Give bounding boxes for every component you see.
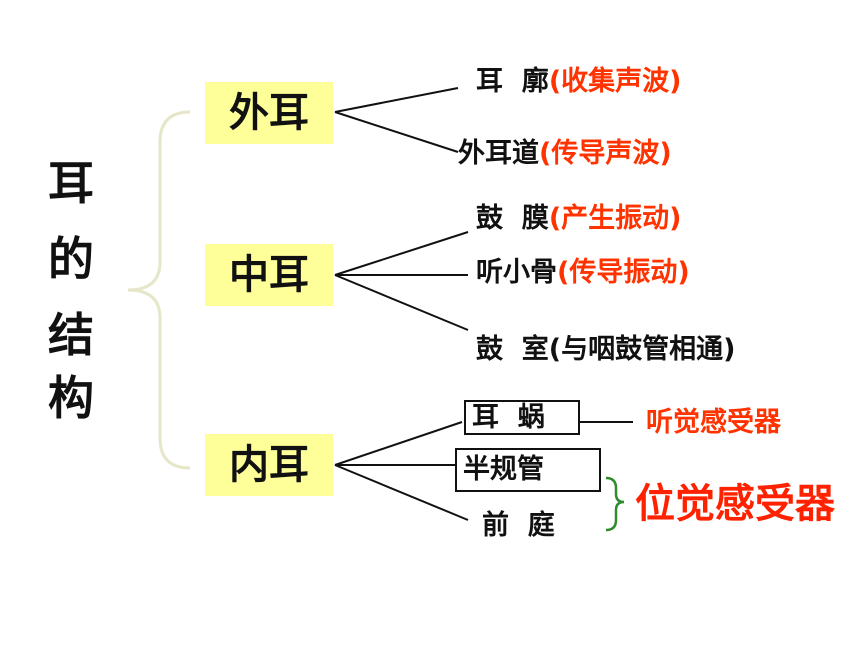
title-char-2: 的 (48, 232, 94, 286)
line-inner-cochlea (334, 421, 463, 466)
vestibular-receptor-label: 位觉感受器 (635, 481, 835, 527)
item-ossicles-function: (传导振动) (557, 257, 690, 288)
line-outer-canal (334, 111, 459, 153)
item-semicircular-canals-name: 半规管 (463, 454, 544, 485)
title-char-4: 构 (48, 371, 94, 425)
item-pinna-name: 耳 廓 (476, 66, 549, 97)
line-inner-vestibule (334, 464, 469, 521)
main-brace (127, 110, 191, 470)
line-middle-cavity (334, 274, 469, 331)
line-middle-eardrum (334, 231, 469, 276)
item-eardrum-name: 鼓 膜 (476, 203, 549, 234)
line-outer-pinna (334, 87, 459, 113)
item-ear-canal-function: (传导声波) (539, 138, 672, 169)
item-ear-canal: 外耳道(传导声波) (458, 140, 672, 167)
item-cochlea-name: 耳 蜗 (472, 402, 545, 433)
item-eardrum-function: (产生振动) (548, 203, 682, 234)
hearing-receptor-label: 听觉感受器 (646, 407, 781, 438)
item-vestibule-name: 前 庭 (482, 510, 555, 541)
vestibular-brace (605, 476, 625, 532)
middle-ear-box: 中耳 (205, 244, 333, 306)
item-pinna: 耳 廓(收集声波) (476, 68, 682, 95)
item-eardrum: 鼓 膜(产生振动) (476, 205, 682, 232)
item-ear-canal-name: 外耳道 (458, 138, 539, 169)
item-pinna-function: (收集声波) (548, 66, 682, 97)
item-semicircular-canals: 半规管 (455, 448, 601, 492)
item-vestibule: 前 庭 (482, 512, 555, 539)
title-char-1: 耳 (48, 156, 94, 210)
item-tympanic-cavity: 鼓 室(与咽鼓管相通) (476, 336, 735, 363)
title-char-3: 结 (48, 308, 94, 362)
item-ossicles-name: 听小骨 (476, 257, 557, 288)
inner-ear-box: 内耳 (205, 434, 333, 496)
item-ossicles: 听小骨(传导振动) (476, 259, 690, 286)
outer-ear-box: 外耳 (205, 82, 333, 144)
item-tympanic-cavity-name: 鼓 室(与咽鼓管相通) (476, 334, 736, 365)
item-cochlea: 耳 蜗 (464, 400, 580, 435)
